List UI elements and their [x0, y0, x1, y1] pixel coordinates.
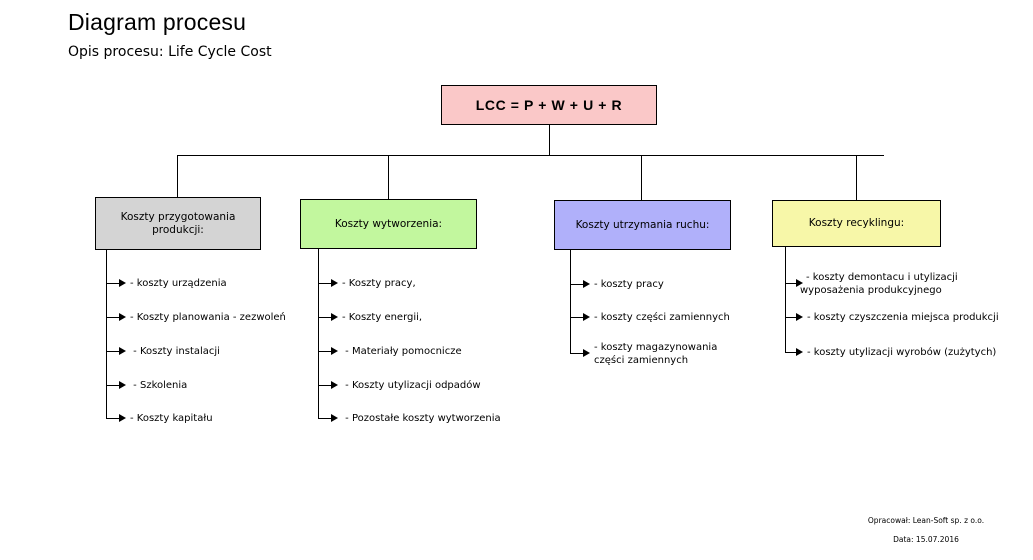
branch-connector-3 — [641, 155, 642, 200]
leaf-item[interactable]: - Koszty pracy, — [342, 278, 416, 289]
category-node-przygotowanie[interactable]: Koszty przygotowania produkcji: — [95, 197, 261, 250]
leaf-stub — [570, 353, 583, 354]
leaf-arrow-icon — [796, 348, 803, 356]
leaf-stub — [785, 283, 796, 284]
leaf-stub — [318, 351, 331, 352]
leaf-arrow-icon — [331, 313, 338, 321]
leaf-arrow-icon — [583, 280, 590, 288]
leaf-arrow-icon — [119, 414, 126, 422]
leaf-item[interactable]: - koszty czyszczenia miejsca produkcji — [807, 312, 999, 323]
leaf-item[interactable]: - koszty magazynowania — [594, 342, 718, 353]
category-spine-1 — [106, 250, 107, 418]
page-title: Diagram procesu — [68, 9, 247, 35]
leaf-item[interactable]: - koszty pracy — [594, 279, 664, 290]
category-spine-4 — [785, 247, 786, 352]
leaf-stub — [318, 283, 331, 284]
leaf-item[interactable]: - Koszty instalacji — [130, 346, 220, 357]
category-node-wytworzenie[interactable]: Koszty wytworzenia: — [300, 199, 477, 249]
leaf-arrow-icon — [119, 347, 126, 355]
leaf-item[interactable]: - koszty utylizacji wyrobów (zużytych) — [807, 347, 997, 358]
footer-author: Opracował: Lean-Soft sp. z o.o. — [867, 516, 985, 525]
leaf-stub — [106, 317, 119, 318]
leaf-item[interactable]: - koszty urządzenia — [130, 278, 227, 289]
leaf-item-wrap: części zamiennych — [594, 355, 689, 366]
category-label: Koszty wytworzenia: — [334, 217, 443, 230]
leaf-stub — [318, 317, 331, 318]
leaf-item[interactable]: - Koszty kapitału — [130, 413, 213, 424]
tree-bus-connector — [177, 155, 884, 156]
root-drop-connector — [549, 125, 550, 155]
category-node-recykling[interactable]: Koszty recyklingu: — [772, 200, 941, 247]
leaf-stub — [106, 418, 119, 419]
leaf-item[interactable]: - koszty demontacu i utylizacji — [806, 272, 958, 283]
leaf-item[interactable]: - Szkolenia — [130, 380, 188, 391]
root-node-label: LCC = P + W + U + R — [475, 96, 623, 113]
leaf-arrow-icon — [331, 347, 338, 355]
leaf-item[interactable]: - koszty części zamiennych — [594, 312, 730, 323]
leaf-stub — [318, 418, 331, 419]
leaf-stub — [106, 283, 119, 284]
leaf-stub — [570, 284, 583, 285]
footer-date: Data: 15.07.2016 — [893, 535, 959, 544]
leaf-item[interactable]: - Koszty utylizacji odpadów — [342, 380, 481, 391]
category-node-utrzymanie[interactable]: Koszty utrzymania ruchu: — [554, 200, 731, 250]
root-node[interactable]: LCC = P + W + U + R — [441, 85, 657, 125]
category-label: Koszty recyklingu: — [808, 217, 905, 230]
leaf-arrow-icon — [331, 381, 338, 389]
leaf-arrow-icon — [583, 349, 590, 357]
category-label: Koszty przygotowania produkcji: — [120, 210, 236, 236]
leaf-stub — [570, 317, 583, 318]
category-spine-2 — [318, 249, 319, 418]
branch-connector-2 — [388, 155, 389, 200]
leaf-stub — [106, 351, 119, 352]
page-subtitle: Opis procesu: Life Cycle Cost — [68, 44, 272, 60]
leaf-item-wrap: wyposażenia produkcyjnego — [800, 285, 942, 296]
leaf-stub — [318, 385, 331, 386]
leaf-item[interactable]: - Materiały pomocnicze — [342, 346, 462, 357]
leaf-item[interactable]: - Koszty planowania - zezwoleń — [130, 312, 286, 323]
leaf-item[interactable]: - Pozostałe koszty wytworzenia — [342, 413, 501, 424]
leaf-arrow-icon — [119, 313, 126, 321]
category-spine-3 — [570, 250, 571, 353]
branch-connector-1 — [177, 155, 178, 197]
leaf-arrow-icon — [796, 279, 803, 287]
leaf-stub — [785, 352, 796, 353]
leaf-arrow-icon — [331, 279, 338, 287]
leaf-arrow-icon — [583, 313, 590, 321]
branch-connector-4 — [856, 155, 857, 200]
leaf-item[interactable]: - Koszty energii, — [342, 312, 423, 323]
category-label: Koszty utrzymania ruchu: — [575, 218, 710, 231]
leaf-arrow-icon — [119, 381, 126, 389]
leaf-stub — [785, 317, 796, 318]
leaf-arrow-icon — [119, 279, 126, 287]
leaf-arrow-icon — [331, 414, 338, 422]
leaf-stub — [106, 385, 119, 386]
leaf-arrow-icon — [796, 313, 803, 321]
